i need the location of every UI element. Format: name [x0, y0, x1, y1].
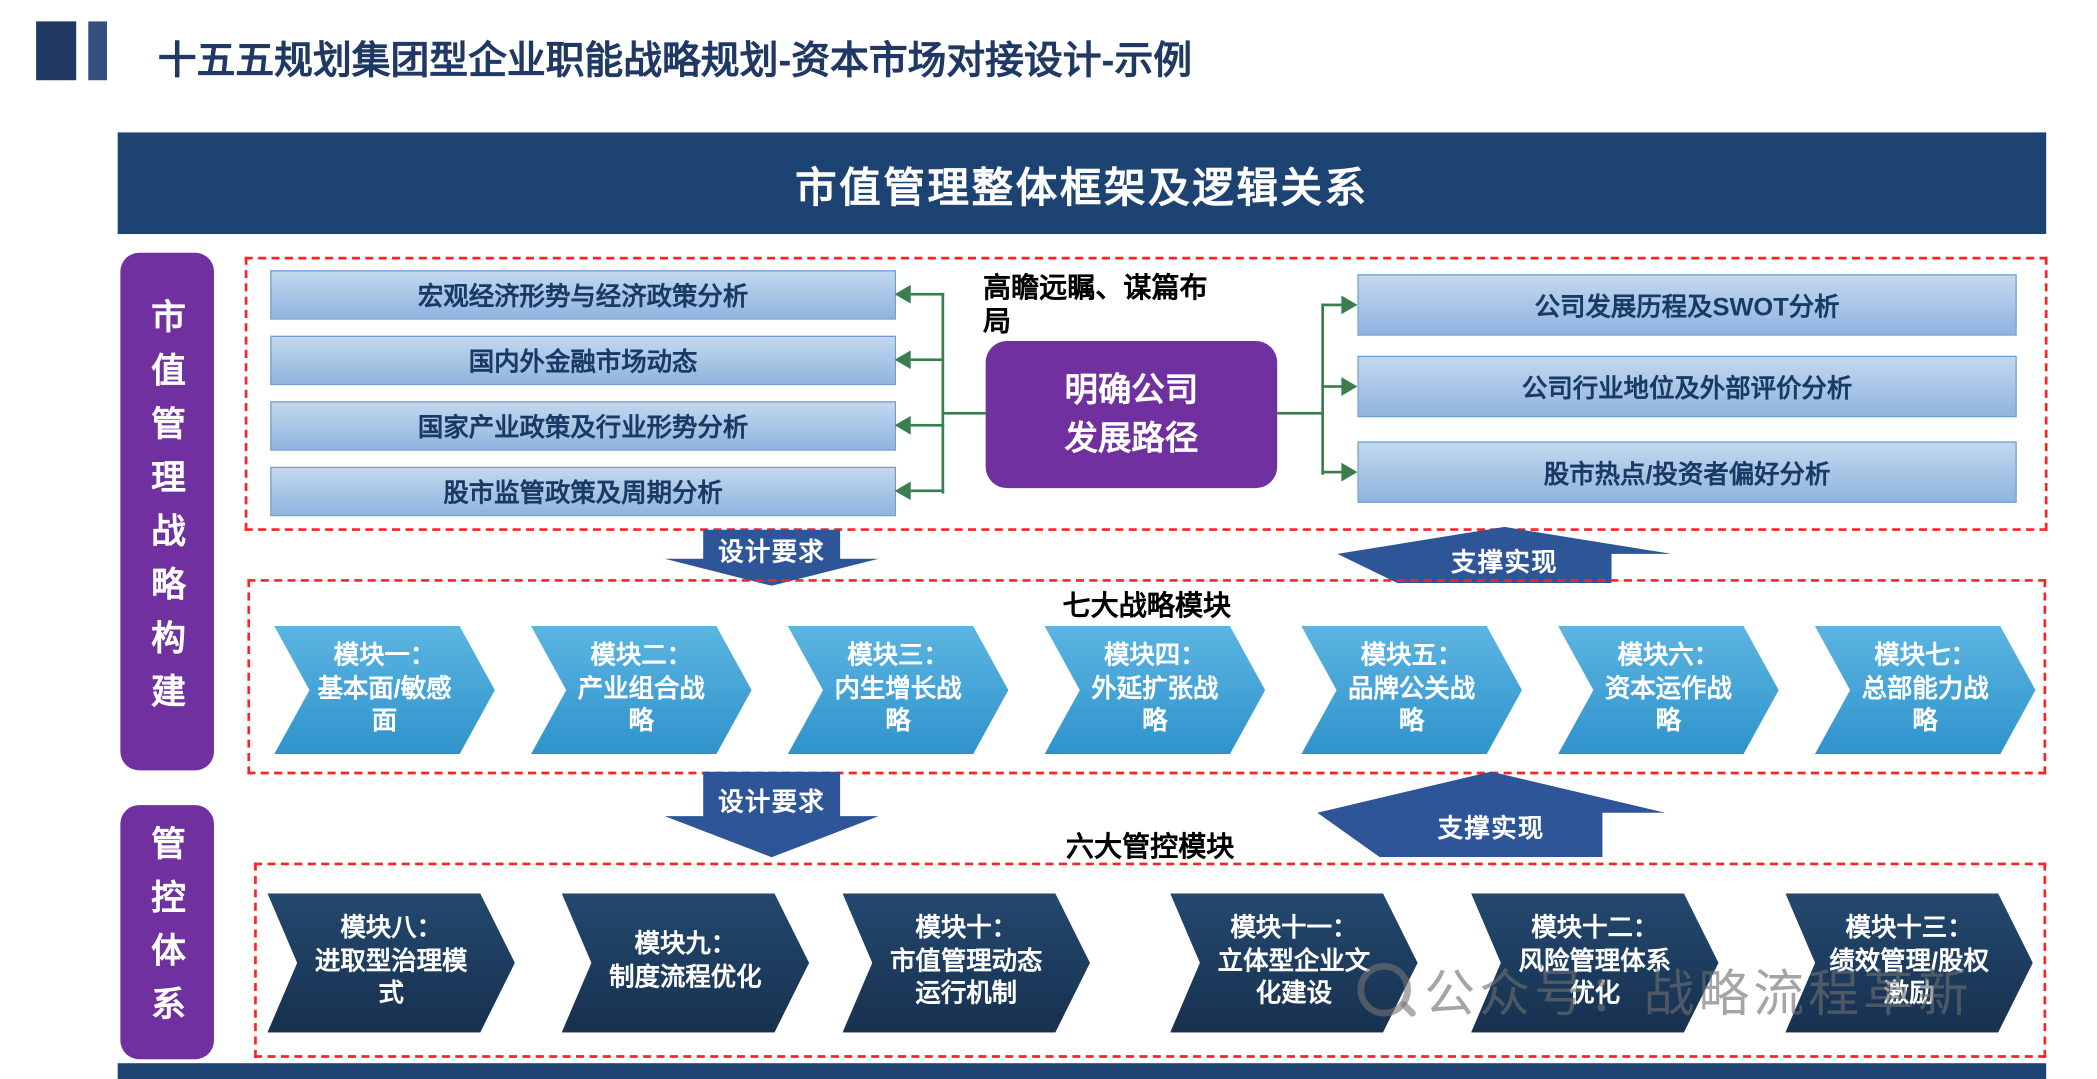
strategy-panel: [247, 579, 2047, 775]
control-module-9: 模块九： 制度流程优化: [561, 893, 810, 1033]
support-arrow-top: 支撑实现: [1337, 526, 1672, 584]
strategy-module-4: 模块四： 外延扩张战略: [1044, 625, 1266, 755]
banner-title: 市值管理整体框架及逻辑关系: [117, 132, 2047, 235]
control-module-9-name: 制度流程优化: [609, 964, 762, 993]
arrowhead-left-4-icon: [894, 481, 911, 501]
strategy-module-4-name: 外延扩张战略: [1091, 674, 1219, 737]
design-arrow-top-label: 设计要求: [718, 538, 826, 568]
bottom-bar: [117, 1063, 2047, 1079]
control-module-10-name: 市值管理动态运行机制: [890, 947, 1043, 1009]
analysis-box-hotspot: 股市热点/投资者偏好分析: [1357, 441, 2017, 503]
development-path-line2: 发展路径: [1064, 419, 1199, 458]
vision-note: 高瞻远瞩、谋篇布局: [982, 272, 1208, 338]
connector-right-stub-2: [1321, 385, 1343, 388]
control-module-10-no: 模块十：: [915, 914, 1018, 943]
arrowhead-right-2-icon: [1341, 377, 1358, 396]
analysis-box-industry-policy: 国家产业政策及行业形势分析: [270, 401, 897, 451]
side-label-strategy-text: 市值管理战略构建: [146, 297, 187, 726]
title-accent-square: [36, 21, 77, 81]
connector-left-stub-3: [910, 423, 945, 427]
control-module-9-no: 模块九：: [634, 931, 737, 960]
control-module-8-no: 模块八：: [340, 914, 443, 943]
control-module-11-no: 模块十一：: [1230, 914, 1358, 943]
control-module-13: 模块十三： 绩效管理/股权激励: [1785, 893, 2033, 1033]
analysis-box-finance: 国内外金融市场动态: [270, 335, 897, 386]
control-module-11-name: 立体型企业文化建设: [1217, 947, 1371, 1009]
strategy-module-2-no: 模块二：: [590, 641, 693, 670]
control-panel: [254, 862, 2047, 1058]
support-arrow-top-label: 支撑实现: [1451, 549, 1559, 578]
title-accent-bar: [88, 21, 107, 81]
strategy-module-3: 模块三： 内生增长战略: [787, 625, 1009, 755]
connector-left-vertical-line: [941, 292, 945, 494]
analysis-box-stock-regulation: 股市监管政策及周期分析: [270, 466, 897, 517]
arrowhead-right-1-icon: [1341, 295, 1358, 315]
strategy-module-2-name: 产业组合战略: [577, 674, 705, 737]
support-arrow-bottom-label: 支撑实现: [1437, 815, 1545, 844]
side-label-control-text: 管控体系: [146, 825, 187, 1040]
strategy-module-2: 模块二： 产业组合战略: [530, 625, 752, 755]
analysis-box-position: 公司行业地位及外部评价分析: [1357, 355, 2017, 418]
side-label-strategy: 市值管理战略构建: [120, 252, 214, 771]
strategy-module-5-no: 模块五：: [1360, 641, 1463, 670]
strategy-module-7: 模块七： 总部能力战略: [1814, 625, 2036, 755]
strategy-module-3-no: 模块三：: [847, 641, 949, 670]
strategy-module-1: 模块一： 基本面/敏感面: [274, 625, 495, 755]
connector-left-to-center: [941, 411, 986, 415]
strategy-module-7-name: 总部能力战略: [1861, 674, 1989, 737]
page-title: 十五五规划集团型企业职能战略规划-资本市场对接设计-示例: [157, 40, 1193, 83]
design-arrow-top: 设计要求: [664, 529, 879, 586]
control-module-13-no: 模块十三：: [1845, 914, 1973, 943]
strategy-module-7-no: 模块七：: [1874, 641, 1976, 670]
connector-left-stub-1: [910, 292, 945, 296]
strategy-module-1-name: 基本面/敏感面: [317, 674, 452, 737]
connector-left-stub-2: [910, 358, 945, 362]
strategy-module-6-name: 资本运作战略: [1604, 674, 1732, 737]
arrowhead-left-3-icon: [894, 415, 911, 435]
strategy-heading: 七大战略模块: [1062, 591, 1232, 622]
strategy-module-6: 模块六： 资本运作战略: [1558, 625, 1779, 755]
connector-right-stub-1: [1321, 303, 1343, 307]
control-module-12: 模块十二： 风险管理体系优化: [1471, 893, 1719, 1033]
strategy-module-5: 模块五： 品牌公关战略: [1301, 625, 1522, 755]
strategy-module-5-name: 品牌公关战略: [1348, 674, 1476, 737]
development-path-box: 明确公司 发展路径: [985, 341, 1278, 489]
development-path-line1: 明确公司: [1064, 371, 1199, 409]
side-label-control: 管控体系: [120, 805, 214, 1060]
strategy-module-4-no: 模块四：: [1103, 641, 1206, 670]
arrowhead-left-2-icon: [894, 350, 911, 370]
analysis-panel: [244, 256, 2048, 531]
arrowhead-left-1-icon: [894, 284, 911, 304]
connector-right-vertical-line: [1321, 303, 1324, 475]
design-arrow-bottom-label: 设计要求: [718, 789, 826, 818]
analysis-box-macro: 宏观经济形势与经济政策分析: [270, 270, 897, 320]
control-module-8-name: 进取型治理模式: [314, 947, 468, 1009]
arrowhead-right-3-icon: [1341, 462, 1358, 482]
connector-left-stub-4: [910, 489, 945, 493]
control-module-12-name: 风险管理体系优化: [1518, 947, 1672, 1009]
connector-center-to-right: [1277, 411, 1324, 415]
watermark-magnifier-icon: [1357, 962, 1411, 1016]
control-module-10: 模块十： 市值管理动态运行机制: [842, 893, 1090, 1033]
strategy-module-1-no: 模块一：: [333, 641, 436, 670]
control-module-12-no: 模块十二：: [1531, 914, 1659, 943]
watermark: 公众号：战略流程革新: [1357, 952, 1972, 1026]
control-heading: 六大管控模块: [1065, 831, 1235, 863]
control-module-13-name: 绩效管理/股权激励: [1829, 947, 1989, 1009]
connector-right-stub-3: [1321, 470, 1343, 474]
strategy-module-3-name: 内生增长战略: [834, 674, 962, 737]
control-module-8: 模块八： 进取型治理模式: [267, 893, 515, 1033]
strategy-module-6-no: 模块六：: [1617, 641, 1720, 670]
analysis-box-swot: 公司发展历程及SWOT分析: [1357, 274, 2017, 336]
watermark-text: 公众号：战略流程革新: [1424, 966, 1973, 1024]
